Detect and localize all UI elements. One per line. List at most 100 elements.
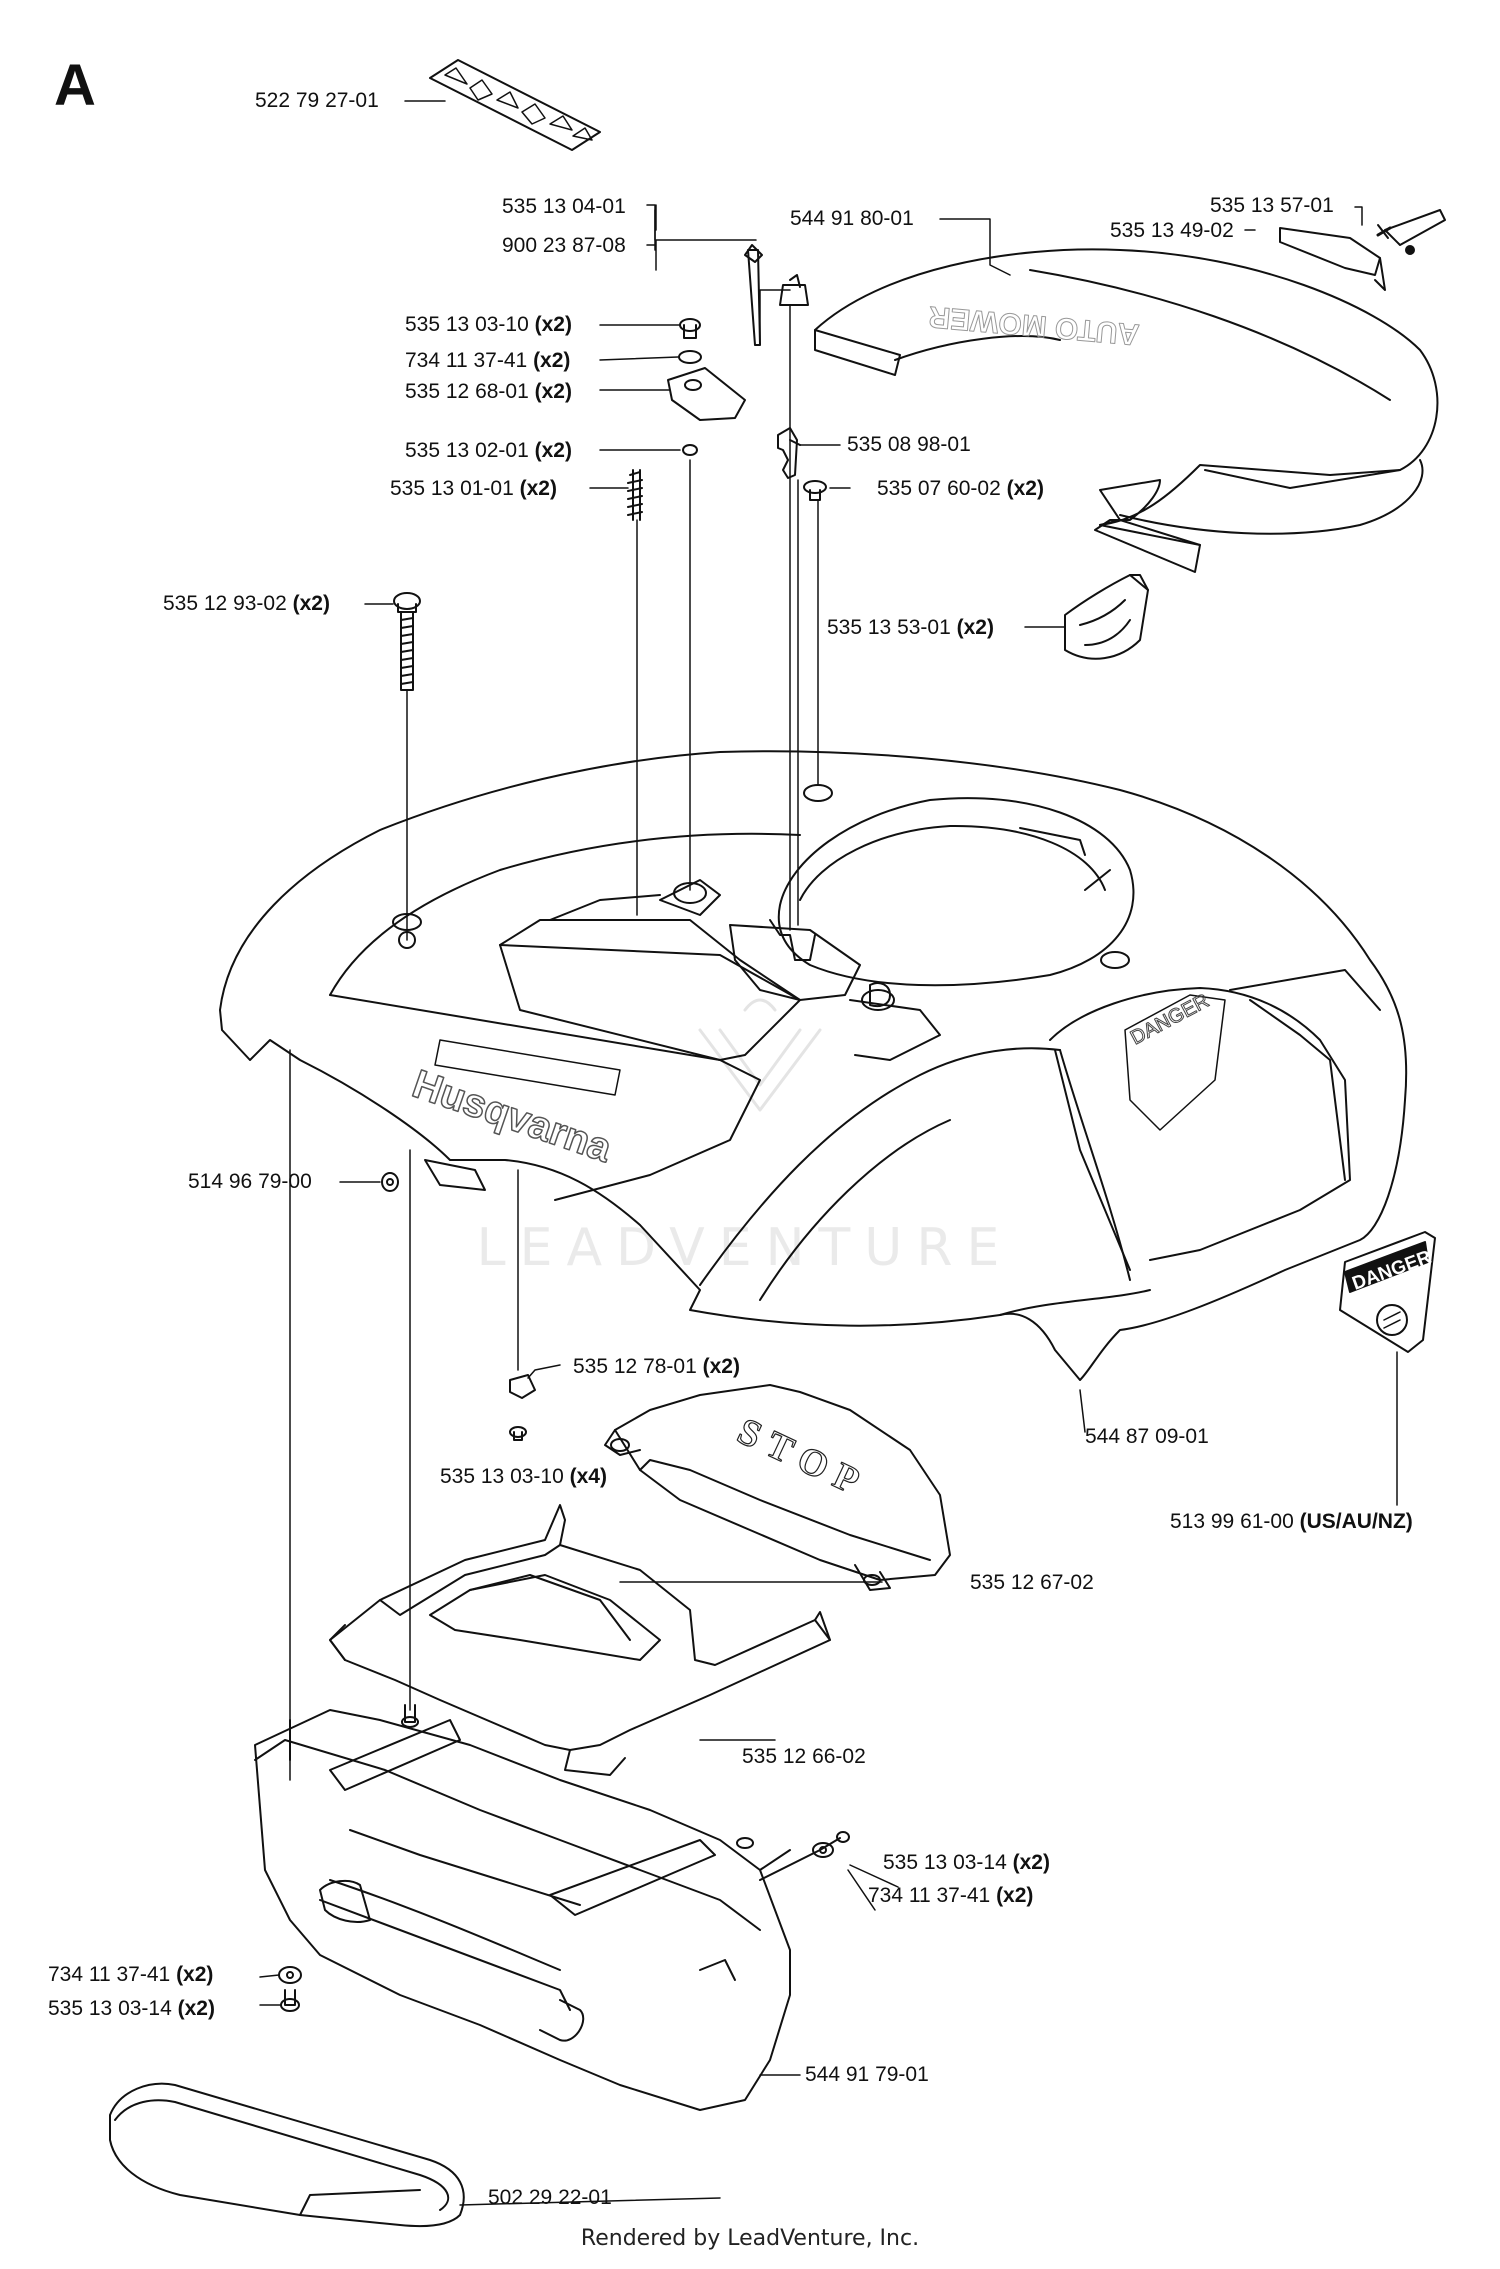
callout-544-91-80-01[interactable]: 544 91 80-01 — [790, 207, 914, 231]
callout-535-07-60-02-x2[interactable]: 535 07 60-02 (x2) — [877, 477, 1044, 501]
callout-535-13-01-01-x2[interactable]: 535 13 01-01 (x2) — [390, 477, 557, 501]
callout-535-13-03-14-x2-left[interactable]: 535 13 03-14 (x2) — [48, 1997, 215, 2021]
callout-535-12-66-02[interactable]: 535 12 66-02 — [742, 1745, 866, 1769]
part-number: 734 11 37-41 — [868, 1884, 991, 1907]
part-number: 734 11 37-41 — [48, 1963, 171, 1986]
part-number: 544 91 80-01 — [790, 207, 914, 230]
callout-734-11-37-41-x2-upper[interactable]: 734 11 37-41 (x2) — [405, 349, 570, 373]
callout-535-13-53-01-x2[interactable]: 535 13 53-01 (x2) — [827, 616, 994, 640]
part-quantity: (x2) — [176, 1963, 214, 1986]
stop-button-cover: STOP — [604, 1384, 951, 1591]
body-branding: Husqvarna — [406, 1039, 621, 1172]
part-quantity: (x4) — [569, 1465, 607, 1488]
front-bumper-cover — [254, 1704, 791, 2111]
part-number: 535 13 03-14 — [48, 1997, 172, 2020]
callout-535-08-98-01[interactable]: 535 08 98-01 — [847, 433, 971, 457]
part-quantity: (x2) — [534, 439, 572, 462]
part-quantity: (US/AU/NZ) — [1299, 1510, 1413, 1533]
callout-900-23-87-08[interactable]: 900 23 87-08 — [502, 234, 626, 258]
watermark-text: LEADVENTURE — [477, 1218, 1014, 1278]
part-number: 514 96 79-00 — [188, 1170, 312, 1193]
callout-535-13-49-02[interactable]: 535 13 49-02 — [1110, 219, 1234, 243]
part-quantity: (x2) — [533, 349, 571, 372]
part-number: 535 12 78-01 — [573, 1355, 697, 1378]
top-cover-lid: AUTO MOWER — [814, 248, 1439, 573]
callout-535-12-93-02-x2[interactable]: 535 12 93-02 (x2) — [163, 592, 330, 616]
callout-535-13-02-01-x2[interactable]: 535 13 02-01 (x2) — [405, 439, 572, 463]
cable-tie-and-clip — [744, 244, 809, 346]
part-number: 544 91 79-01 — [805, 2063, 929, 2086]
left-bumper-fasteners — [278, 1966, 302, 2012]
main-body-shell — [219, 750, 1408, 1381]
part-number: 535 13 53-01 — [827, 616, 951, 639]
part-quantity: (x2) — [292, 592, 330, 615]
callout-535-13-57-01[interactable]: 535 13 57-01 — [1210, 194, 1334, 218]
stop-cover-fasteners — [509, 1374, 536, 1441]
part-quantity: (x2) — [534, 380, 572, 403]
part-number: 734 11 37-41 — [405, 349, 528, 372]
assembly-leaders — [289, 204, 819, 1781]
part-quantity: (x2) — [534, 313, 572, 336]
callout-535-13-03-10-x2[interactable]: 535 13 03-10 (x2) — [405, 313, 572, 337]
part-quantity: (x2) — [956, 616, 994, 639]
part-number: 900 23 87-08 — [502, 234, 626, 257]
callout-544-91-79-01[interactable]: 544 91 79-01 — [805, 2063, 929, 2087]
callout-535-12-67-02[interactable]: 535 12 67-02 — [970, 1571, 1094, 1595]
part-number: 535 13 01-01 — [390, 477, 514, 500]
callout-535-12-78-01-x2[interactable]: 535 12 78-01 (x2) — [573, 1355, 740, 1379]
callout-544-87-09-01[interactable]: 544 87 09-01 — [1085, 1425, 1209, 1449]
part-number: 535 13 03-14 — [883, 1851, 1007, 1874]
part-number: 535 12 67-02 — [970, 1571, 1094, 1594]
part-number: 535 13 49-02 — [1110, 219, 1234, 242]
danger-decal: DANGER — [1339, 1231, 1436, 1353]
warning-label-strip — [429, 59, 601, 151]
cable-holder-clip — [777, 427, 801, 479]
part-number: 535 12 93-02 — [163, 592, 287, 615]
footer-credit: Rendered by LeadVenture, Inc. — [580, 2226, 920, 2251]
watermark-logo — [698, 998, 822, 1112]
callout-502-29-22-01[interactable]: 502 29 22-01 — [488, 2186, 612, 2210]
callout-535-12-68-01-x2[interactable]: 535 12 68-01 (x2) — [405, 380, 572, 404]
right-bumper-fasteners — [759, 1831, 850, 1881]
part-number: 502 29 22-01 — [488, 2186, 612, 2209]
part-number: 544 87 09-01 — [1085, 1425, 1209, 1448]
callout-734-11-37-41-x2-right[interactable]: 734 11 37-41 (x2) — [868, 1884, 1033, 1908]
callout-535-13-03-14-x2-right[interactable]: 535 13 03-14 (x2) — [883, 1851, 1050, 1875]
callout-514-96-79-00[interactable]: 514 96 79-00 — [188, 1170, 312, 1194]
pan-screw — [803, 480, 827, 501]
part-number: 535 07 60-02 — [877, 477, 1001, 500]
carry-handle — [109, 2082, 465, 2228]
part-number: 535 13 03-10 — [405, 313, 529, 336]
stop-label-text: STOP — [731, 1410, 874, 1507]
lid-latch — [1279, 209, 1446, 291]
lid-hinge-bracket — [1064, 574, 1149, 660]
part-number: 513 99 61-00 — [1170, 1510, 1294, 1533]
part-quantity: (x2) — [1012, 1851, 1050, 1874]
part-number: 535 12 68-01 — [405, 380, 529, 403]
long-bolt — [393, 592, 421, 691]
callout-535-13-04-01[interactable]: 535 13 04-01 — [502, 195, 626, 219]
part-quantity: (x2) — [702, 1355, 740, 1378]
callout-734-11-37-41-x2-left[interactable]: 734 11 37-41 (x2) — [48, 1963, 213, 1987]
callout-535-13-03-10-x4[interactable]: 535 13 03-10 (x4) — [440, 1465, 607, 1489]
part-number: 535 08 98-01 — [847, 433, 971, 456]
part-number: 535 12 66-02 — [742, 1745, 866, 1768]
body-danger-label: DANGER — [1124, 989, 1226, 1131]
part-number: 522 79 27-01 — [255, 89, 379, 112]
part-quantity: (x2) — [1006, 477, 1044, 500]
part-number: 535 13 03-10 — [440, 1465, 564, 1488]
part-number: 535 13 57-01 — [1210, 194, 1334, 217]
part-quantity: (x2) — [996, 1884, 1034, 1907]
part-quantity: (x2) — [519, 477, 557, 500]
callout-leaders — [259, 100, 1398, 2206]
callout-522-79-27-01[interactable]: 522 79 27-01 — [255, 89, 379, 113]
plug-grommet — [381, 1159, 486, 1192]
part-number: 535 13 04-01 — [502, 195, 626, 218]
callout-513-99-61-00[interactable]: 513 99 61-00 (US/AU/NZ) — [1170, 1510, 1413, 1534]
body-danger-label-text: DANGER — [1127, 990, 1213, 1050]
upper-fastener-stack — [627, 318, 746, 521]
part-quantity: (x2) — [177, 1997, 215, 2020]
part-number: 535 13 02-01 — [405, 439, 529, 462]
section-letter: A — [54, 53, 96, 118]
